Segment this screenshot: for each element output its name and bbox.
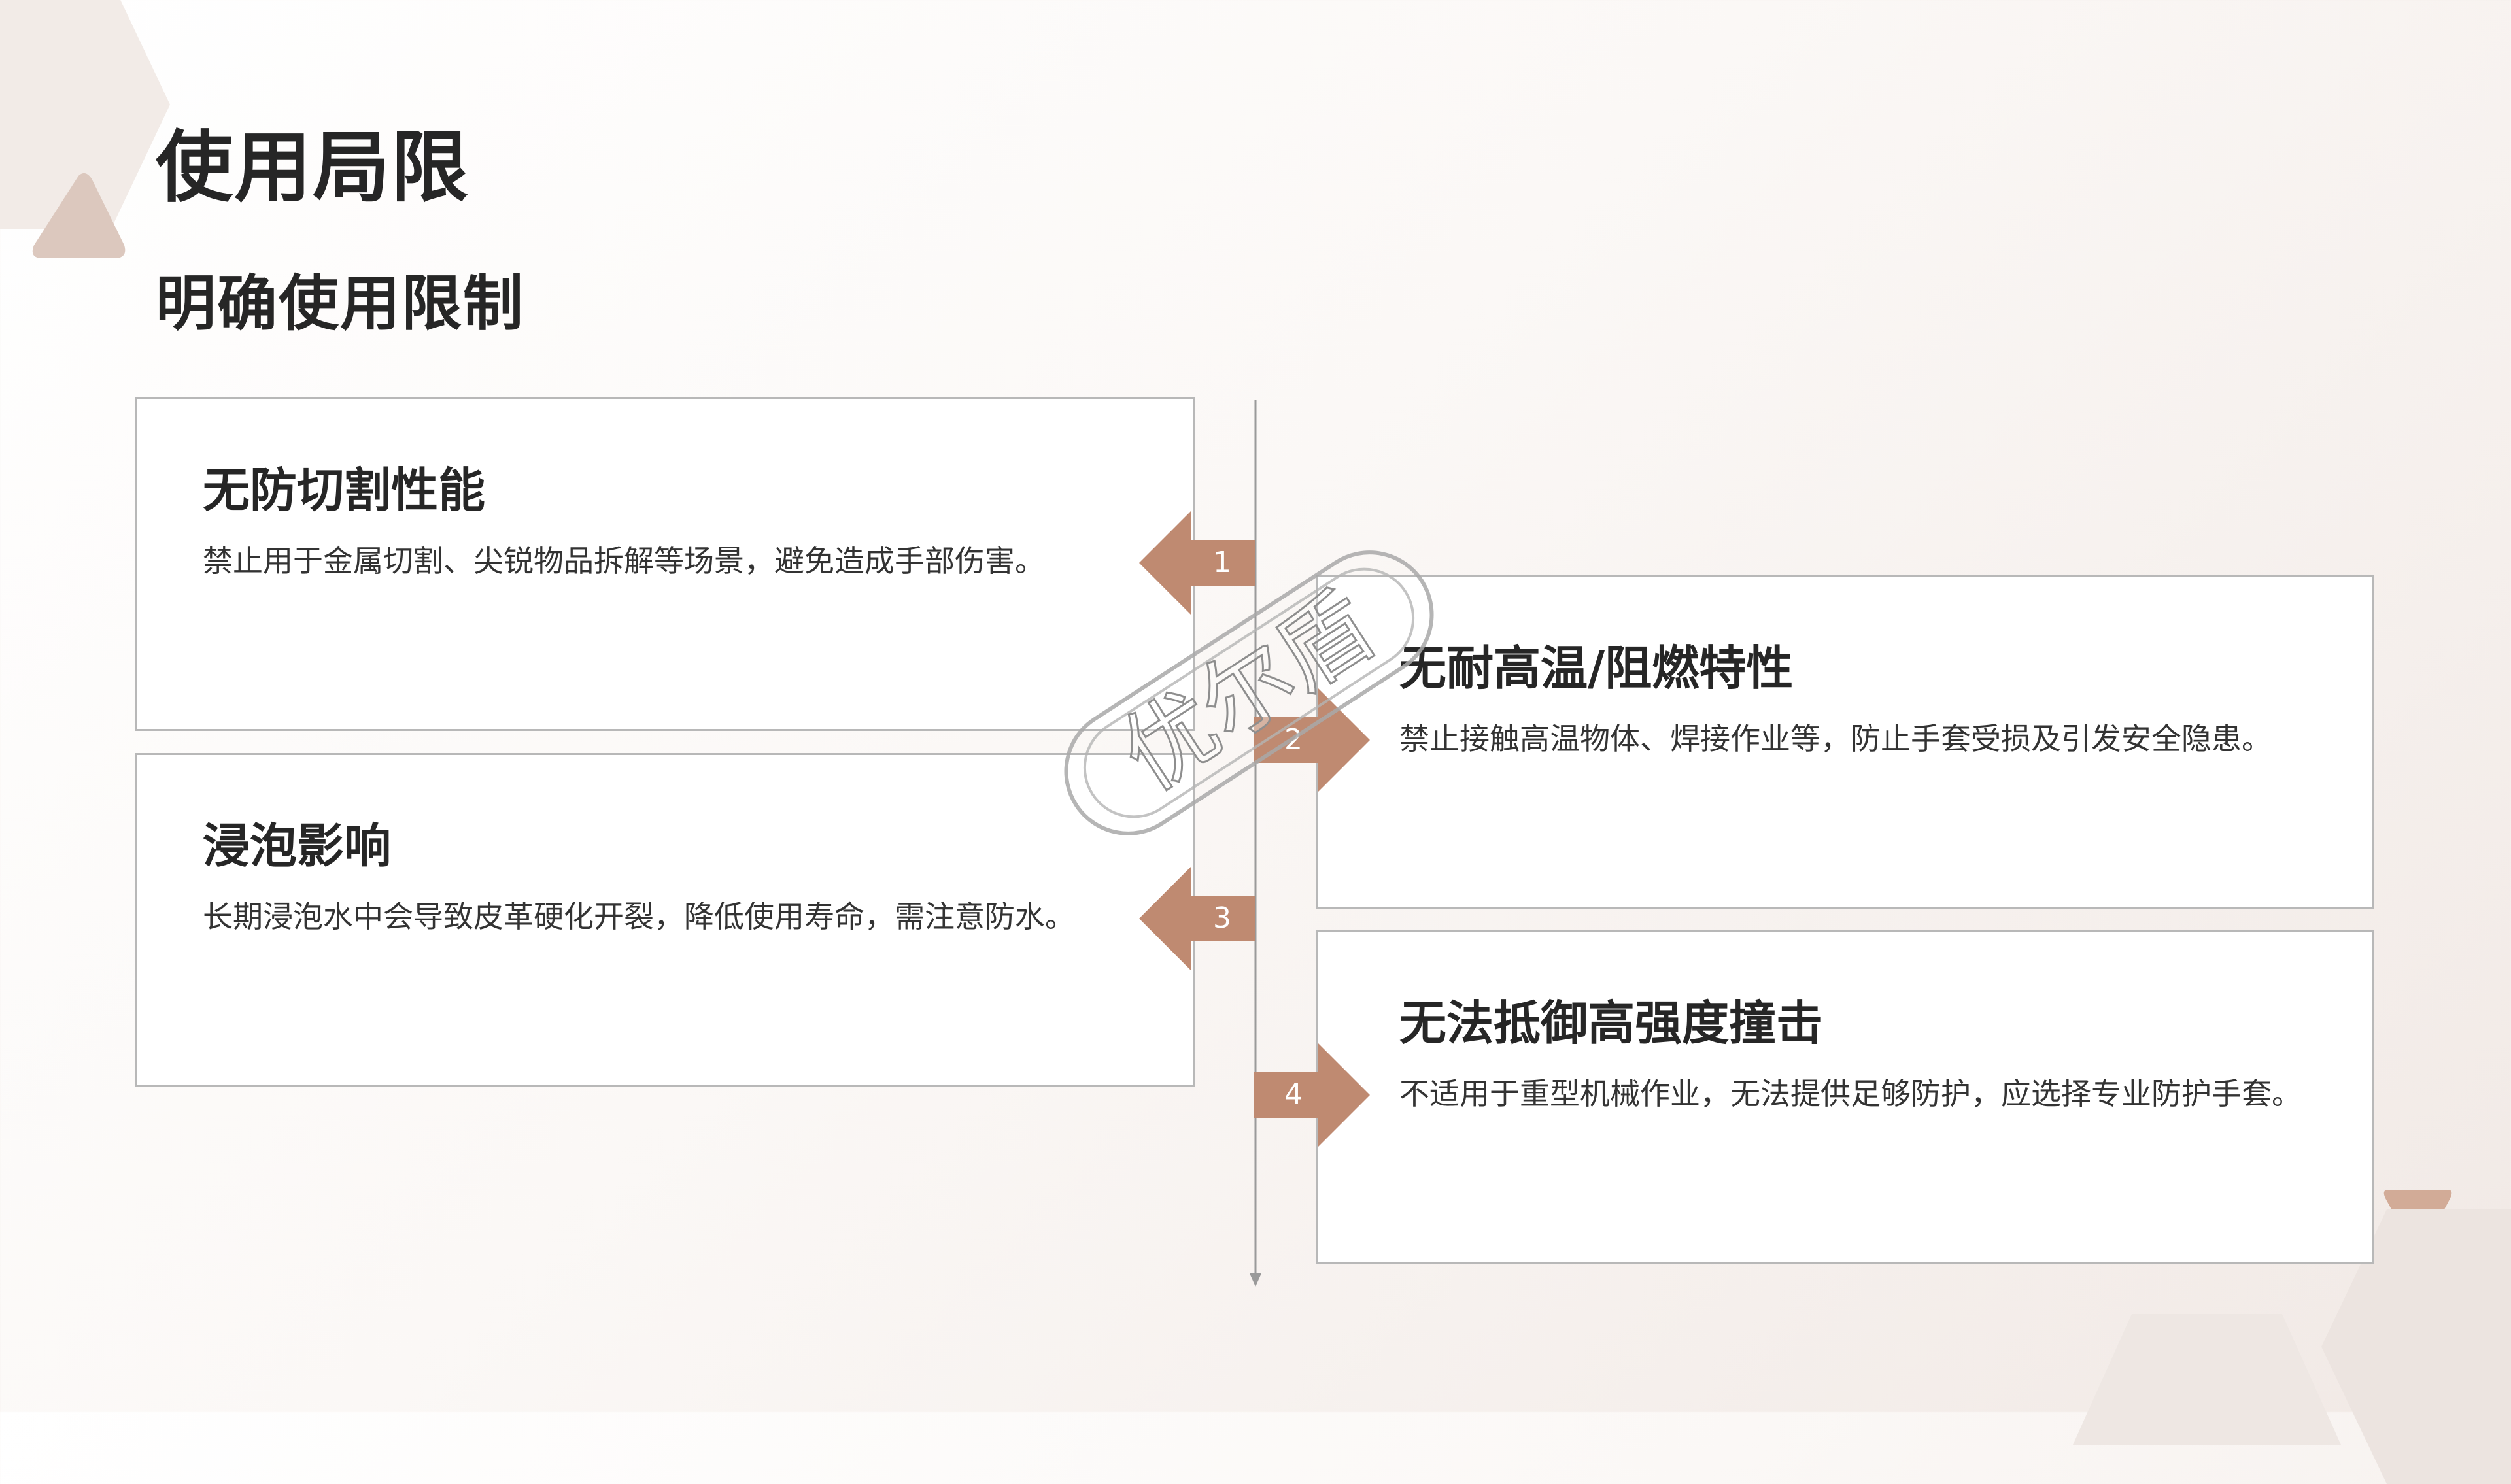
left-arrow-icon [1139,866,1255,971]
limitation-card: 无防切割性能 禁止用于金属切割、尖锐物品拆解等场景，避免造成手部伤害。 [135,397,1195,731]
timeline-axis [1250,400,1261,1287]
left-arrow-icon [1139,511,1255,615]
page-title: 使用局限 [156,122,470,212]
right-arrow-icon [1254,688,1370,792]
limitation-card: 浸泡影响 长期浸泡水中会导致皮革硬化开裂，降低使用寿命，需注意防水。 [135,753,1195,1087]
step-marker-4: 4 [1254,1043,1378,1147]
card-heading: 无法抵御高强度撞击 [1399,996,1824,1051]
card-heading: 浸泡影响 [203,818,392,873]
card-heading: 无耐高温/阻燃特性 [1399,641,1794,696]
card-description: 长期浸泡水中会导致皮革硬化开裂，降低使用寿命，需注意防水。 [203,899,1075,934]
step-marker-3: 3 [1139,866,1263,971]
step-marker-1: 1 [1139,511,1263,615]
step-number: 4 [1284,1078,1303,1111]
right-arrow-icon [1254,1043,1370,1147]
limitation-card: 无耐高温/阻燃特性 禁止接触高温物体、焊接作业等，防止手套受损及引发安全隐患。 [1316,575,2374,909]
card-heading: 无防切割性能 [203,463,486,518]
limitation-card: 无法抵御高强度撞击 不适用于重型机械作业，无法提供足够防护，应选择专业防护手套。 [1316,930,2374,1264]
watermark-stamp: 优尔盾 [1064,550,1434,835]
triangle-decoration [32,173,126,258]
card-description: 禁止用于金属切割、尖锐物品拆解等场景，避免造成手部伤害。 [203,543,1045,579]
page-subtitle: 明确使用限制 [156,269,525,339]
hexagon-decoration [0,0,170,229]
step-number: 1 [1213,546,1231,579]
watermark-text: 优尔盾 [1104,572,1392,811]
step-number: 3 [1213,902,1231,935]
card-description: 不适用于重型机械作业，无法提供足够防护，应选择专业防护手套。 [1399,1076,2302,1111]
hexagon-decoration [2073,1314,2341,1445]
card-description: 禁止接触高温物体、焊接作业等，防止手套受损及引发安全隐患。 [1399,721,2272,756]
